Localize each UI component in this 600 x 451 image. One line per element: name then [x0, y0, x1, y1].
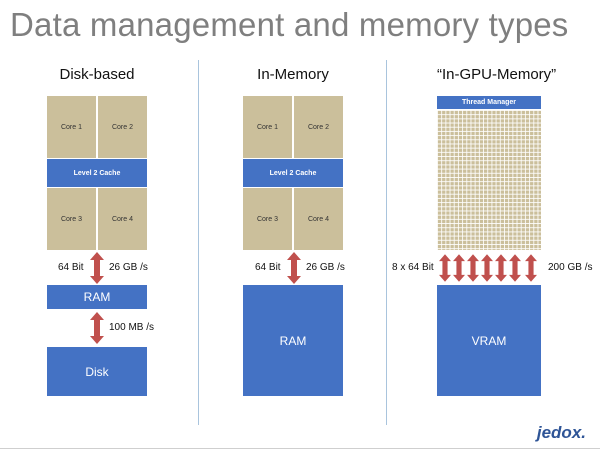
bus-width-label: 64 Bit [58, 262, 84, 273]
bus-width-label: 64 Bit [255, 262, 281, 273]
column-header-in-gpu-memory: “In-GPU-Memory” [437, 66, 557, 83]
bandwidth-label: 26 GB /s [306, 262, 345, 273]
ram-block: RAM [243, 285, 343, 396]
double-arrow-icon [439, 254, 451, 282]
core-3: Core 3 [243, 188, 292, 250]
core-1: Core 1 [243, 96, 292, 158]
double-arrow-icon [90, 252, 104, 284]
column-header-in-memory: In-Memory [257, 66, 329, 83]
vram-block: VRAM [437, 285, 541, 396]
core-1: Core 1 [47, 96, 96, 158]
bandwidth-label: 200 GB /s [548, 262, 593, 273]
double-arrow-icon [495, 254, 507, 282]
jedox-logo: jedox. [536, 423, 586, 442]
disk-bandwidth-label: 100 MB /s [109, 322, 155, 333]
footer-divider [0, 448, 600, 449]
double-arrow-icon [90, 312, 104, 344]
page-title: Data management and memory types [10, 6, 569, 43]
ram-block: RAM [47, 285, 147, 309]
core-4: Core 4 [294, 188, 343, 250]
bus-width-label: 8 x 64 Bit [392, 262, 434, 273]
double-arrow-icon [453, 254, 465, 282]
gpu-core-grid [437, 110, 541, 250]
double-arrow-icon [467, 254, 479, 282]
core-4: Core 4 [98, 188, 147, 250]
column-divider-1 [198, 60, 199, 425]
disk-block: Disk [47, 347, 147, 396]
bandwidth-label: 26 GB /s [109, 262, 148, 273]
column-header-disk-based: Disk-based [59, 66, 135, 83]
gpu-arrow-group [439, 252, 539, 284]
thread-manager: Thread Manager [437, 96, 541, 109]
level-2-cache: Level 2 Cache [243, 159, 343, 187]
core-3: Core 3 [47, 188, 96, 250]
double-arrow-icon [525, 254, 537, 282]
double-arrow-icon [509, 254, 521, 282]
double-arrow-icon [481, 254, 493, 282]
column-divider-2 [386, 60, 387, 425]
level-2-cache: Level 2 Cache [47, 159, 147, 187]
double-arrow-icon [287, 252, 301, 284]
core-2: Core 2 [294, 96, 343, 158]
core-2: Core 2 [98, 96, 147, 158]
